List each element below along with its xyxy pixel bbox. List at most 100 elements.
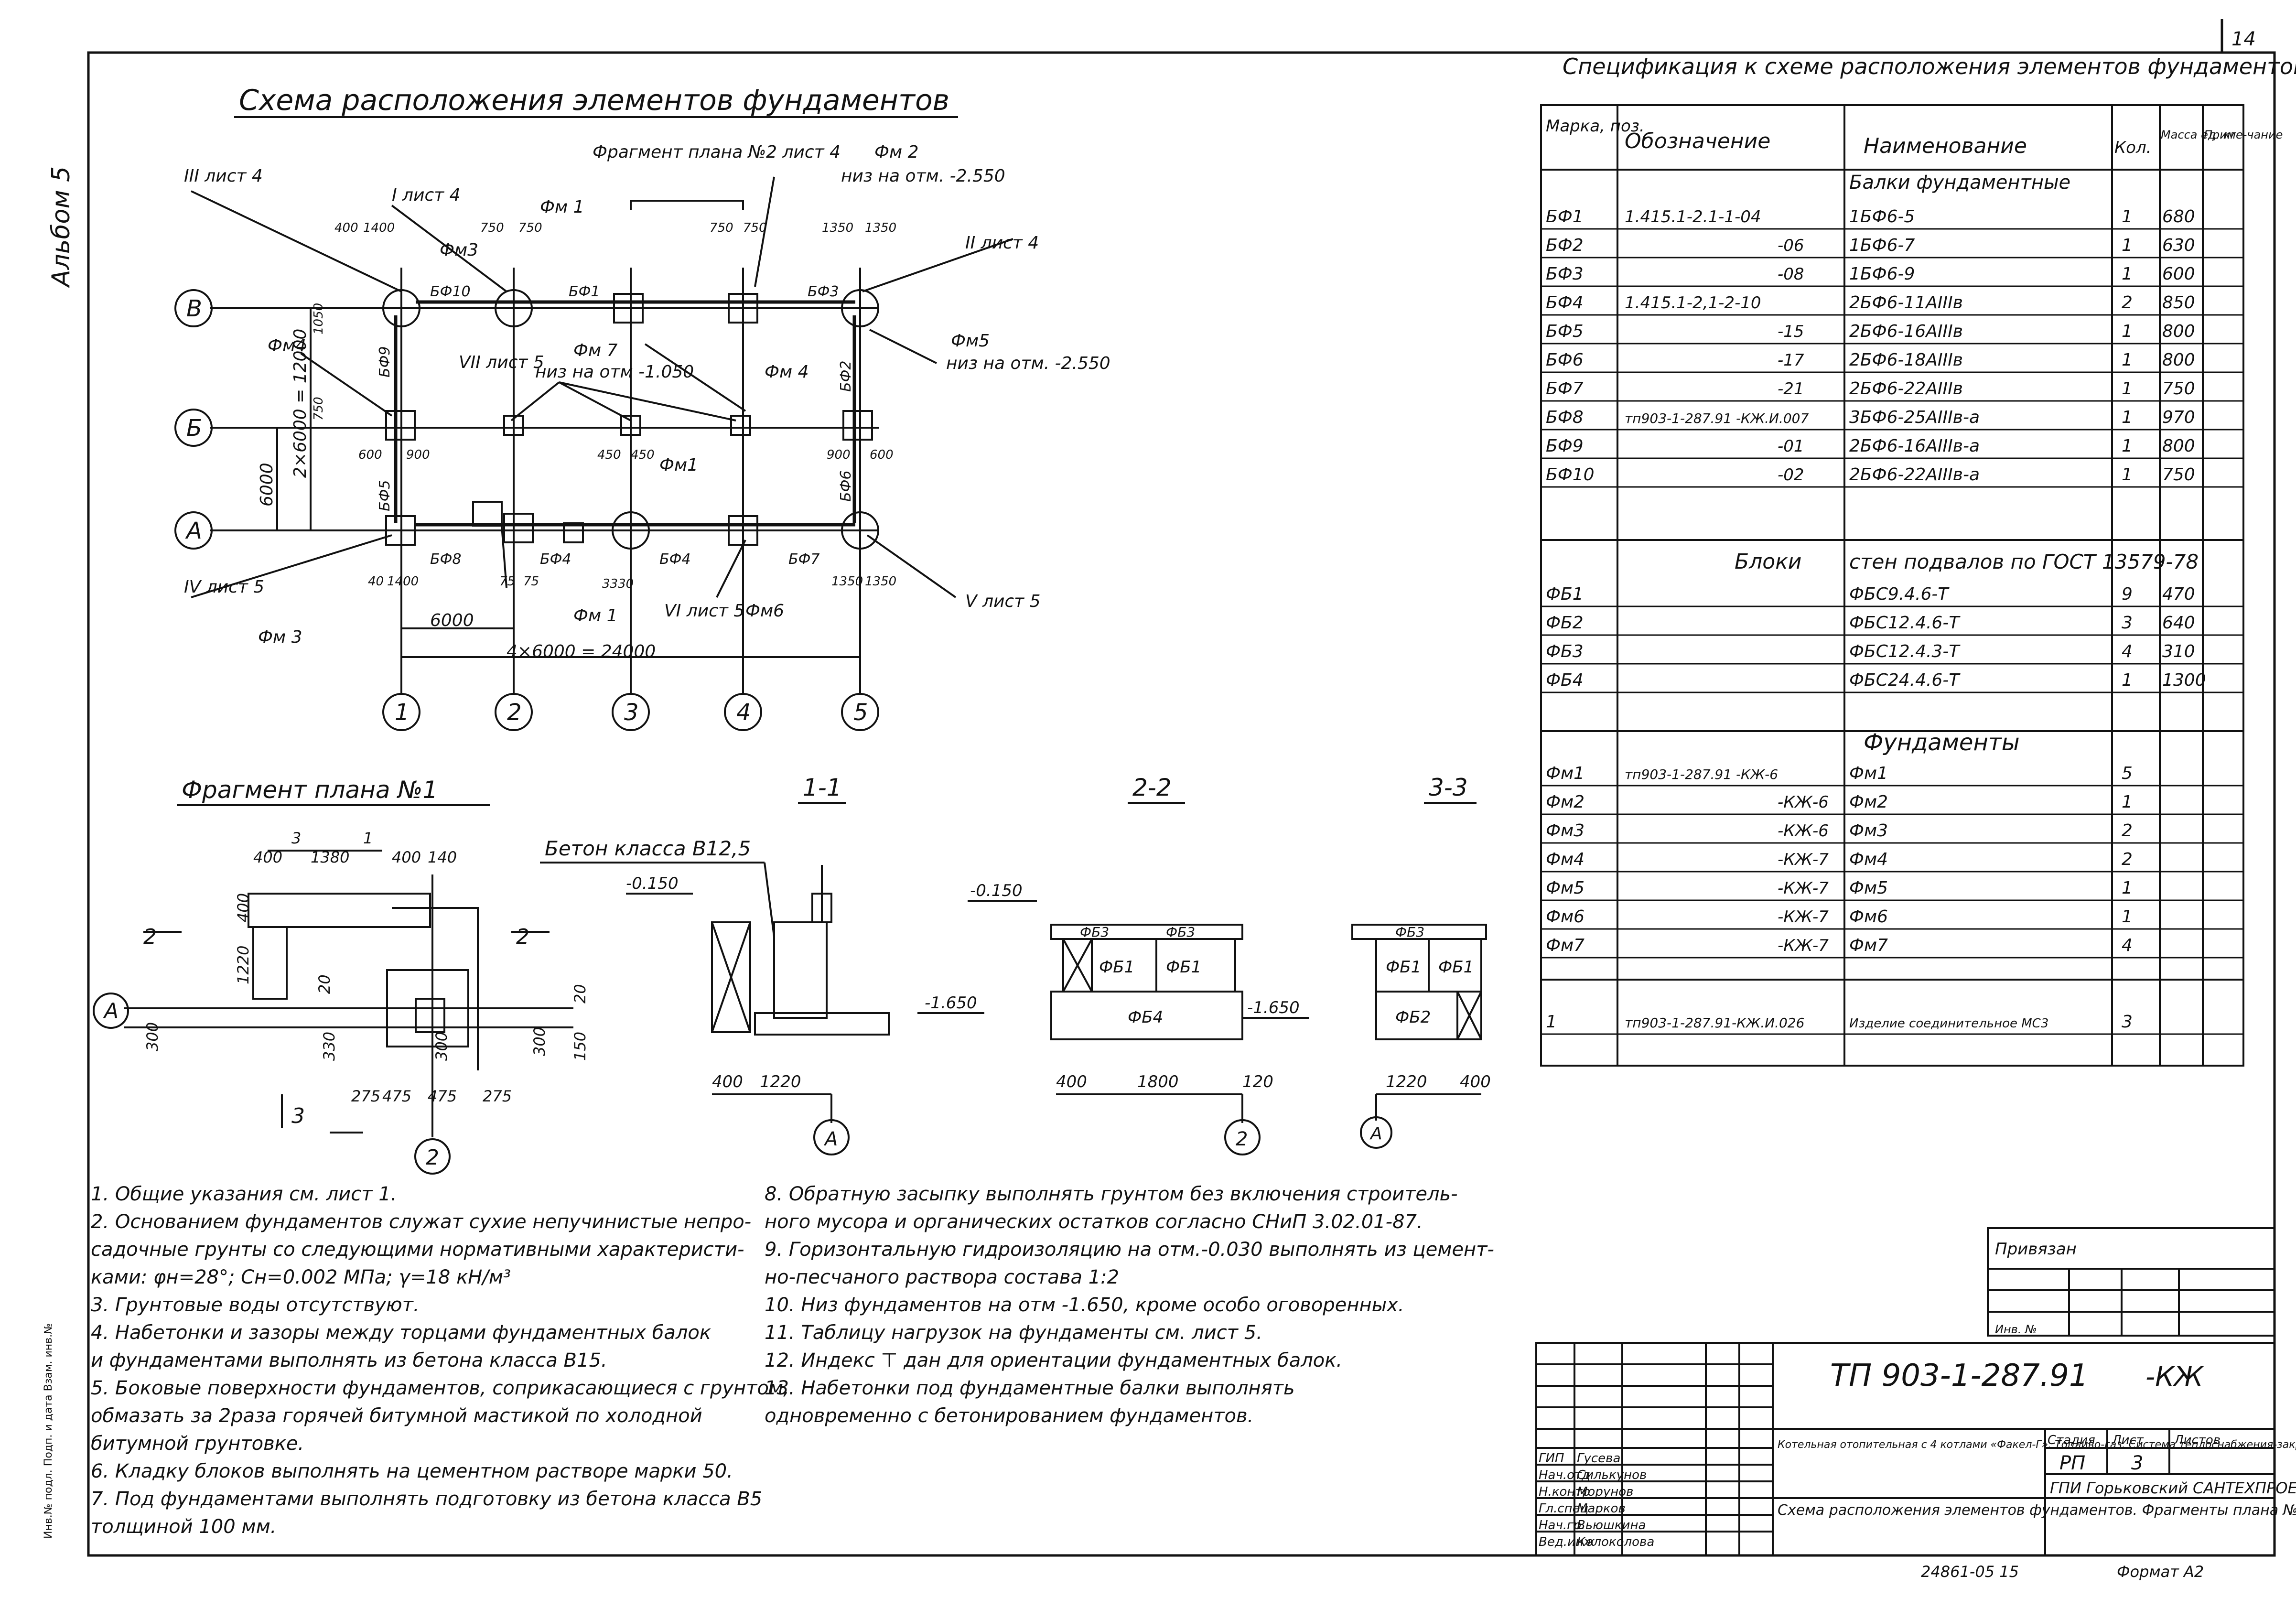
spec-fund-cell: Фм5 bbox=[1849, 878, 1888, 898]
spec-beam-cell: БФ6 bbox=[1546, 350, 1584, 370]
beam-bf2: БФ2 bbox=[838, 361, 854, 392]
section-1-1-title: 1-1 bbox=[803, 774, 842, 801]
stamp-role: Гл.спец bbox=[1539, 1501, 1588, 1516]
spec-hdr-qty: Кол. bbox=[2114, 138, 2151, 157]
frag1-dim: 275 bbox=[351, 1087, 380, 1105]
axis-col-1: 1 bbox=[395, 699, 410, 726]
frag1-dim: 150 bbox=[571, 1032, 589, 1061]
section-mark-i: I лист 4 bbox=[392, 185, 461, 205]
note-line: 11. Таблицу нагрузок на фундаменты см. л… bbox=[765, 1322, 1262, 1344]
note-line: 5. Боковые поверхности фундаментов, сопр… bbox=[91, 1377, 789, 1399]
spec-beam-cell: 800 bbox=[2162, 350, 2195, 370]
beam-bf5: БФ5 bbox=[377, 480, 393, 512]
frag1-dim: 140 bbox=[428, 848, 457, 866]
axis-row-b: Б bbox=[186, 415, 202, 442]
spec-section-foundations: Фундаменты bbox=[1864, 729, 2020, 756]
concrete-class: Бетон класса В12,5 bbox=[545, 837, 751, 860]
stamp-role: ГИП bbox=[1539, 1451, 1564, 1466]
spec-fund-cell: тп903-1-287.91 -КЖ-6 bbox=[1625, 766, 1778, 782]
stamp-project: Котельная отопительная с 4 котлами «Факе… bbox=[1778, 1439, 2296, 1451]
frag1-dim: 300 bbox=[530, 1027, 549, 1056]
note-line: 10. Низ фундаментов на отм -1.650, кроме… bbox=[765, 1294, 1404, 1316]
stamp-name: Морунов bbox=[1577, 1485, 1633, 1499]
note-line: 4. Набетонки и зазоры между торцами фунд… bbox=[91, 1322, 711, 1344]
spec-section-blocks-left: Блоки bbox=[1735, 550, 1801, 574]
frag1-dim: 275 bbox=[483, 1087, 512, 1105]
spec-fund-cell: 1 bbox=[2122, 907, 2133, 927]
note-line: и фундаментами выполнять из бетона класс… bbox=[91, 1349, 607, 1371]
page-number: 14 bbox=[2231, 28, 2256, 50]
note-line: ного мусора и органических остатков согл… bbox=[765, 1211, 1423, 1233]
s22-block-fb4: ФБ4 bbox=[1128, 1008, 1163, 1027]
spec-fund-cell: Фм4 bbox=[1849, 850, 1888, 869]
spec-beam-cell: 2 bbox=[2122, 293, 2133, 313]
dim-small: 3330 bbox=[602, 577, 634, 591]
spec-beam-cell: 600 bbox=[2162, 264, 2195, 284]
dim-small: 450 bbox=[631, 448, 655, 462]
spec-beam-cell: 2БФ6-16АIIIв-а bbox=[1849, 436, 1980, 456]
title-block: Привязан Инв. № ТП 903-1-287.91 -КЖ Коте… bbox=[1535, 1227, 2296, 1581]
spec-block-cell: ФБС12.4.3-Т bbox=[1849, 642, 1961, 661]
dim-small: 750 bbox=[743, 221, 767, 235]
dim-small: 450 bbox=[597, 448, 621, 462]
scheme-title: Схема расположения элементов фундаментов bbox=[239, 84, 949, 117]
spec-beam-cell: 630 bbox=[2162, 236, 2195, 255]
spec-block-cell: ФБС24.4.6-Т bbox=[1849, 670, 1961, 690]
spec-beam-cell: -08 bbox=[1778, 265, 1804, 284]
spec-block-cell: ФБС9.4.6-Т bbox=[1849, 584, 1950, 604]
callout-fm3b: Фм 3 bbox=[258, 627, 302, 647]
spec-beam-cell: 800 bbox=[2162, 322, 2195, 341]
stamp-stage-hdr: Стадия bbox=[2048, 1433, 2095, 1447]
note-line: 7. Под фундаментами выполнять подготовку… bbox=[91, 1488, 763, 1510]
stamp-name: Марков bbox=[1577, 1501, 1626, 1516]
stamp-code: ТП 903-1-287.91 bbox=[1830, 1358, 2089, 1393]
section-mark-iii: III лист 4 bbox=[184, 166, 263, 186]
note-line: 8. Обратную засыпку выполнять грунтом бе… bbox=[765, 1183, 1458, 1205]
spec-beam-cell: БФ2 bbox=[1546, 236, 1584, 255]
spec-table: Спецификация к схеме расположения элемен… bbox=[1540, 54, 2296, 1067]
dim-small: 40 bbox=[368, 574, 384, 589]
callout-fm1b: Фм1 bbox=[659, 455, 698, 475]
spec-fund-cell: Фм3 bbox=[1546, 821, 1585, 841]
dim-small: 400 bbox=[334, 221, 358, 235]
stamp-name: Гусева bbox=[1577, 1451, 1620, 1466]
spec-fund-cell: Фм7 bbox=[1546, 936, 1585, 955]
foundation-scheme: Схема расположения элементов фундаментов bbox=[174, 84, 1110, 731]
s11-axis-a: А bbox=[823, 1128, 838, 1150]
s11-elev-top: -0.150 bbox=[626, 874, 679, 893]
callout-fm3: Фм3 bbox=[440, 240, 478, 260]
s22-elev-bot: -1.650 bbox=[1247, 998, 1300, 1017]
note-line: но-песчаного раствора состава 1:2 bbox=[765, 1266, 1120, 1288]
dim-small: 1350 bbox=[865, 574, 896, 589]
beam-bf4b: БФ4 bbox=[540, 551, 571, 568]
s22-block-fb1b: ФБ1 bbox=[1166, 958, 1201, 977]
spec-fund-cell: Фм2 bbox=[1546, 792, 1585, 812]
dim-vertical2: 6000 bbox=[257, 463, 277, 507]
s33-axis-a: А bbox=[1369, 1124, 1382, 1144]
frag1-dim: 300 bbox=[432, 1032, 451, 1061]
section-mark-v: V лист 5 bbox=[965, 592, 1041, 611]
frag1-dim: 1220 bbox=[234, 946, 252, 984]
dim-total: 4×6000 = 24000 bbox=[507, 642, 656, 661]
s22-dim-120: 120 bbox=[1242, 1072, 1273, 1091]
spec-beam-cell: 1БФ6-7 bbox=[1849, 236, 1915, 255]
dim-small: 900 bbox=[827, 448, 851, 462]
spec-fund-cell: -КЖ-7 bbox=[1778, 879, 1829, 898]
callout-fm2: Фм 2 bbox=[874, 142, 919, 162]
note-line: ками: φн=28°; Cн=0.002 МПа; γ=18 кН/м³ bbox=[91, 1266, 511, 1288]
callout-fm4b: Фм 4 bbox=[765, 362, 809, 382]
s22-elev-top: -0.150 bbox=[970, 881, 1023, 900]
spec-beam-cell: БФ10 bbox=[1546, 465, 1595, 485]
spec-fund-cell: -КЖ-6 bbox=[1778, 821, 1829, 841]
spec-block-cell: 3 bbox=[2122, 613, 2133, 633]
callout-fm7-note: низ на отм -1.050 bbox=[535, 362, 694, 382]
spec-hdr-design: Обозначение bbox=[1625, 129, 1770, 153]
dim-small: 600 bbox=[358, 448, 382, 462]
spec-block-cell: 1300 bbox=[2162, 670, 2206, 690]
frag1-mark-3: 3 bbox=[291, 829, 301, 847]
side-vertical-text: Инв.№ подл. Подп. и дата Взам. инв.№ bbox=[43, 1323, 54, 1539]
spec-fund-cell: Фм3 bbox=[1849, 821, 1888, 841]
spec-fund-cell: -КЖ-7 bbox=[1778, 907, 1829, 927]
note-line: обмазать за 2раза горячей битумной масти… bbox=[91, 1405, 702, 1427]
